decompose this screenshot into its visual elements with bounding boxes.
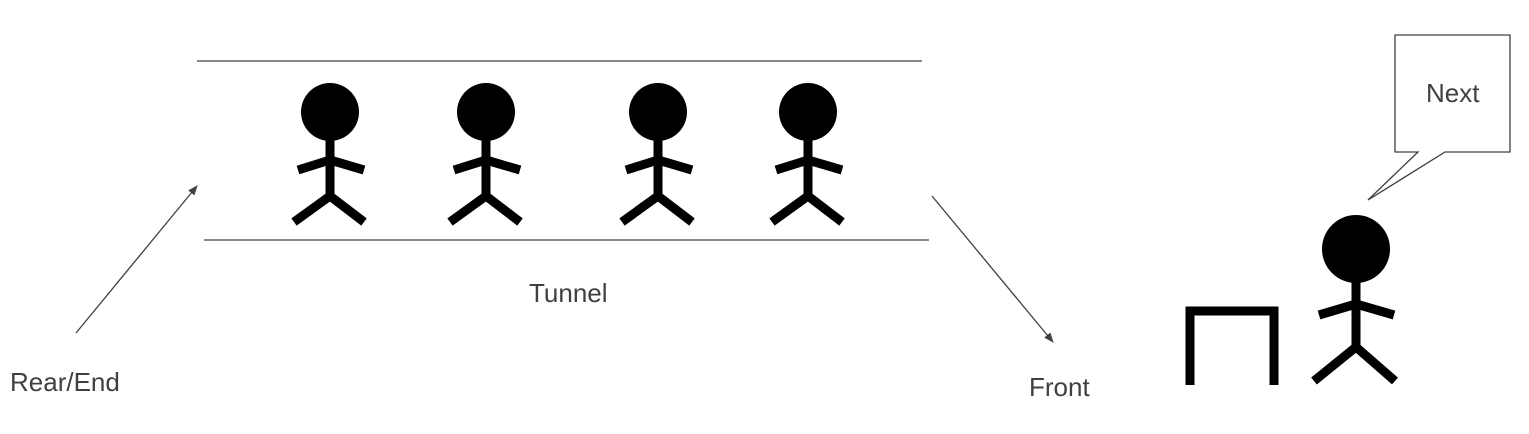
queue-person-1-icon	[291, 83, 367, 226]
front-person-icon	[1311, 215, 1398, 385]
rear-entry-arrow	[75, 185, 198, 334]
counter-icon	[1185, 306, 1279, 385]
queue-person-3-icon	[619, 83, 695, 226]
rear-label: Rear/End	[10, 367, 120, 397]
queue-person-2-icon	[447, 83, 523, 226]
front-label: Front	[1029, 372, 1090, 402]
queue-person-4-icon	[769, 83, 845, 226]
speech-bubble-text: Next	[1426, 78, 1480, 108]
tunnel-label: Tunnel	[529, 278, 608, 308]
speech-bubble	[1367, 34, 1511, 201]
front-exit-arrow	[931, 195, 1054, 343]
